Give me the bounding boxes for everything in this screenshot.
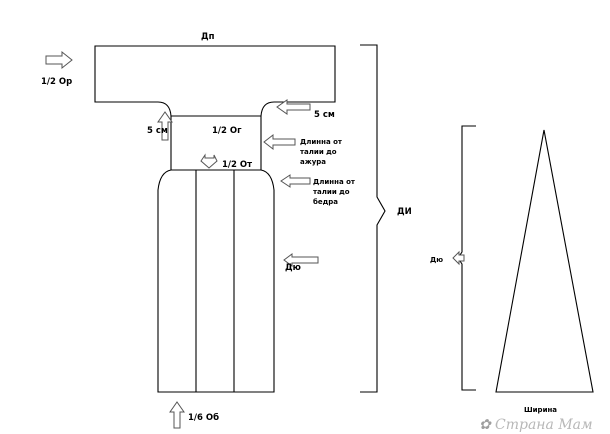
label-product-length: Дю bbox=[285, 263, 301, 273]
label-hip-sixth: 1/6 Об bbox=[188, 412, 219, 423]
label-half-waist-cut: 1/2 От bbox=[222, 160, 252, 170]
skirt-panel bbox=[157, 169, 275, 393]
gusset-triangle bbox=[495, 129, 594, 393]
arrow-icon-half-chest bbox=[45, 50, 73, 70]
label-five-cm-left: 5 см bbox=[147, 126, 168, 136]
label-half-chest: 1/2 Ор bbox=[41, 77, 72, 87]
total-length-bracket bbox=[360, 44, 386, 393]
arrow-icon-hip-sixth bbox=[169, 401, 185, 429]
label-gusset-width: Ширина bbox=[524, 406, 557, 414]
arrow-icon-product-length bbox=[283, 253, 319, 267]
arrow-icon-five-cm-right bbox=[276, 99, 311, 115]
label-length-hip: Длинна от талии до бедра bbox=[313, 178, 357, 206]
label-top-width: Дп bbox=[201, 32, 215, 42]
arrow-icon-length-openwork bbox=[263, 133, 296, 151]
label-length-openwork: Длинна от талии до ажура bbox=[300, 138, 344, 166]
watermark-flower-icon: ✿ bbox=[479, 417, 492, 433]
label-total-length: ДИ bbox=[397, 207, 412, 217]
label-half-waist: 1/2 Ог bbox=[212, 126, 242, 136]
arrow-icon-length-hip bbox=[280, 174, 311, 188]
label-gusset-length: Дю bbox=[430, 256, 443, 264]
label-five-cm-right: 5 см bbox=[314, 110, 335, 120]
arrow-icon-gusset-length bbox=[452, 250, 465, 266]
watermark-text: Страна Мам bbox=[495, 417, 593, 433]
arrow-icon-five-cm-left bbox=[157, 111, 173, 141]
arrow-icon-half-waist-cut bbox=[200, 153, 218, 169]
